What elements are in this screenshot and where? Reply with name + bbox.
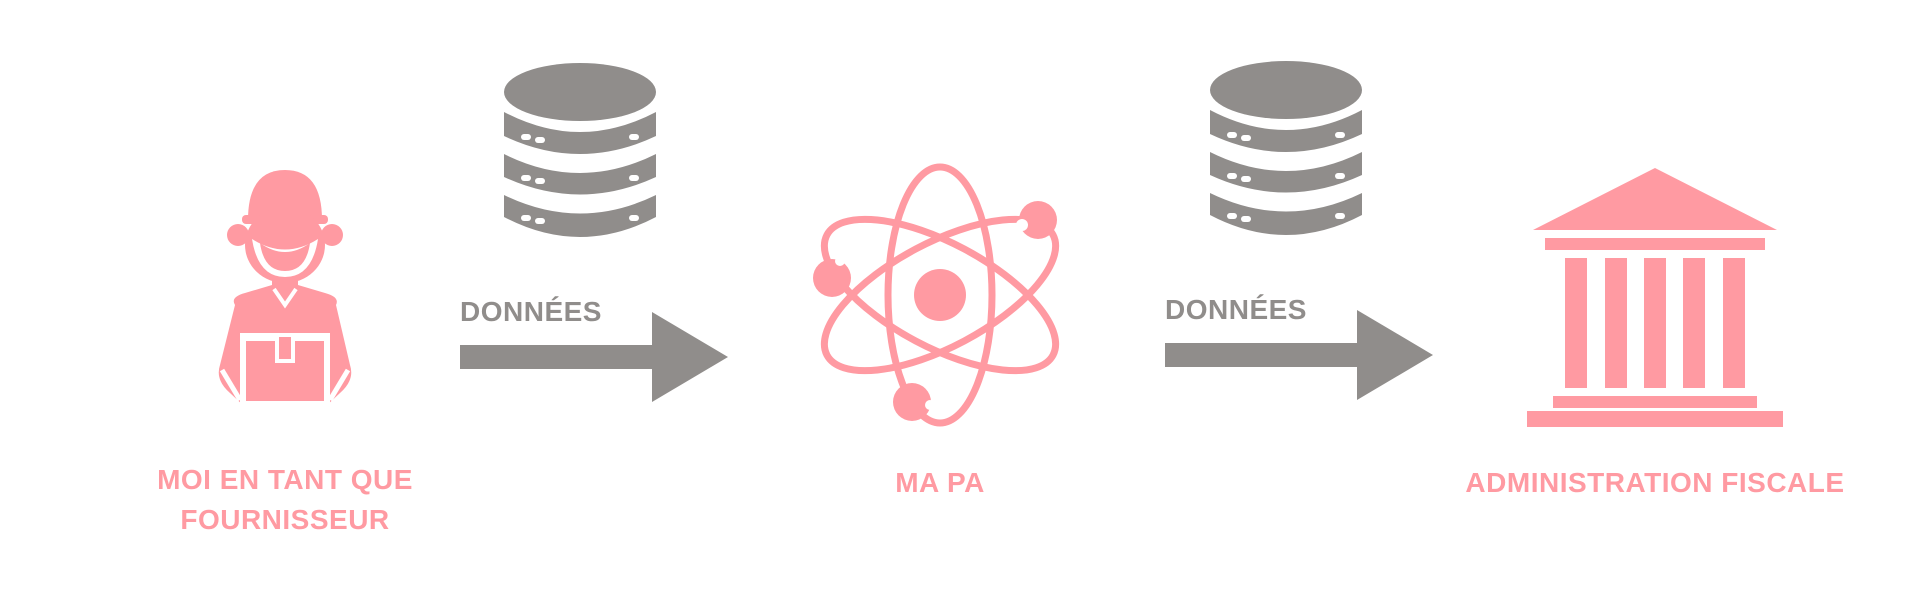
supplier-label: MOI EN TANT QUE FOURNISSEUR bbox=[110, 460, 460, 540]
supplier-label-line-2: FOURNISSEUR bbox=[180, 504, 390, 535]
edge-label-1: DONNÉES bbox=[460, 296, 602, 327]
government-building-icon bbox=[1527, 168, 1783, 427]
right-arrow bbox=[1165, 310, 1433, 400]
platform-label: MA PA bbox=[895, 467, 985, 498]
delivery-person-icon bbox=[218, 170, 352, 407]
database-icon bbox=[1210, 61, 1362, 235]
right-arrow bbox=[460, 312, 728, 402]
administration-label: ADMINISTRATION FISCALE bbox=[1465, 467, 1845, 498]
supplier-label-line-1: MOI EN TANT QUE bbox=[157, 464, 413, 495]
edge-label-2: DONNÉES bbox=[1165, 294, 1307, 325]
database-icon bbox=[504, 63, 656, 237]
atom-icon bbox=[813, 163, 1060, 427]
